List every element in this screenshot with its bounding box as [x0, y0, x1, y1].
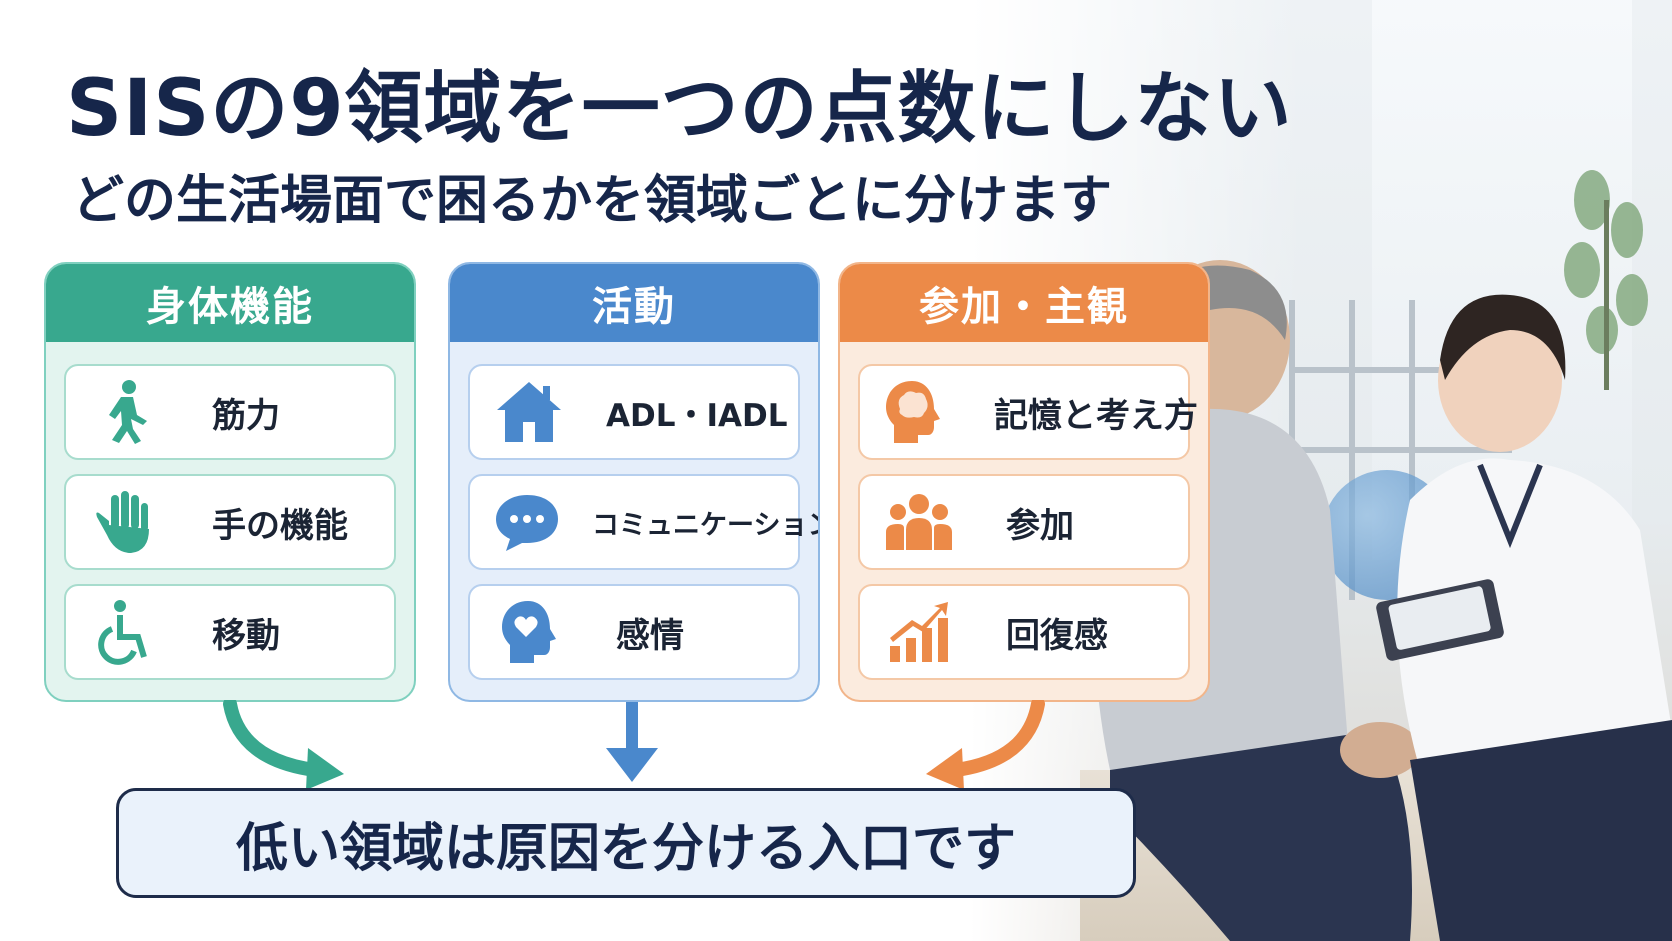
arrow-right-to-summary: [926, 700, 1045, 790]
panel-heading: 参加・主観: [840, 264, 1208, 342]
hand-icon: [88, 487, 162, 557]
arrow-left-to-summary: [223, 700, 344, 790]
domain-card-emotion: 感情: [468, 584, 800, 680]
domain-label: コミュニケーション: [592, 509, 820, 541]
domain-label: 手の機能: [212, 505, 348, 546]
panel-participation-subjective: 参加・主観 記憶と考え方 参加: [838, 262, 1210, 702]
summary-message: 低い領域は原因を分ける入口です: [116, 788, 1136, 898]
domain-card-participation: 参加: [858, 474, 1190, 570]
domain-label: 移動: [212, 615, 280, 656]
speech-bubble-icon: [492, 487, 562, 557]
domain-label: 感情: [616, 615, 684, 656]
page-subtitle: どの生活場面で困るかを領域ごとに分けます: [72, 171, 1113, 231]
domain-card-hand-function: 手の機能: [64, 474, 396, 570]
domain-label: 記憶と考え方: [994, 395, 1198, 436]
domain-label: ADL・IADL: [606, 397, 788, 434]
domain-label: 参加: [1006, 505, 1074, 546]
walking-person-icon: [88, 377, 162, 447]
domain-card-memory-thinking: 記憶と考え方: [858, 364, 1198, 460]
panel-heading: 活動: [450, 264, 818, 342]
house-icon: [492, 377, 566, 447]
domain-card-strength: 筋力: [64, 364, 396, 460]
page-title: SISの9領域を一つの点数にしない: [66, 64, 1293, 154]
domain-card-recovery: 回復感: [858, 584, 1190, 680]
domain-card-adl-iadl: ADL・IADL: [468, 364, 800, 460]
head-heart-icon: [492, 597, 566, 667]
head-brain-icon: [882, 377, 944, 447]
arrow-center-to-summary: [606, 702, 658, 782]
plant: [1564, 170, 1648, 390]
rising-chart-icon: [882, 597, 956, 667]
domain-card-mobility: 移動: [64, 584, 396, 680]
domain-label: 回復感: [1006, 615, 1108, 656]
domain-label: 筋力: [212, 395, 280, 436]
panel-physical-function: 身体機能 筋力 手の機能: [44, 262, 416, 702]
group-icon: [882, 487, 956, 557]
domain-card-communication: コミュニケーション: [468, 474, 818, 570]
panel-heading: 身体機能: [46, 264, 414, 342]
wheelchair-icon: [88, 597, 162, 667]
panel-activity: 活動 ADL・IADL コミュニケーション: [448, 262, 820, 702]
